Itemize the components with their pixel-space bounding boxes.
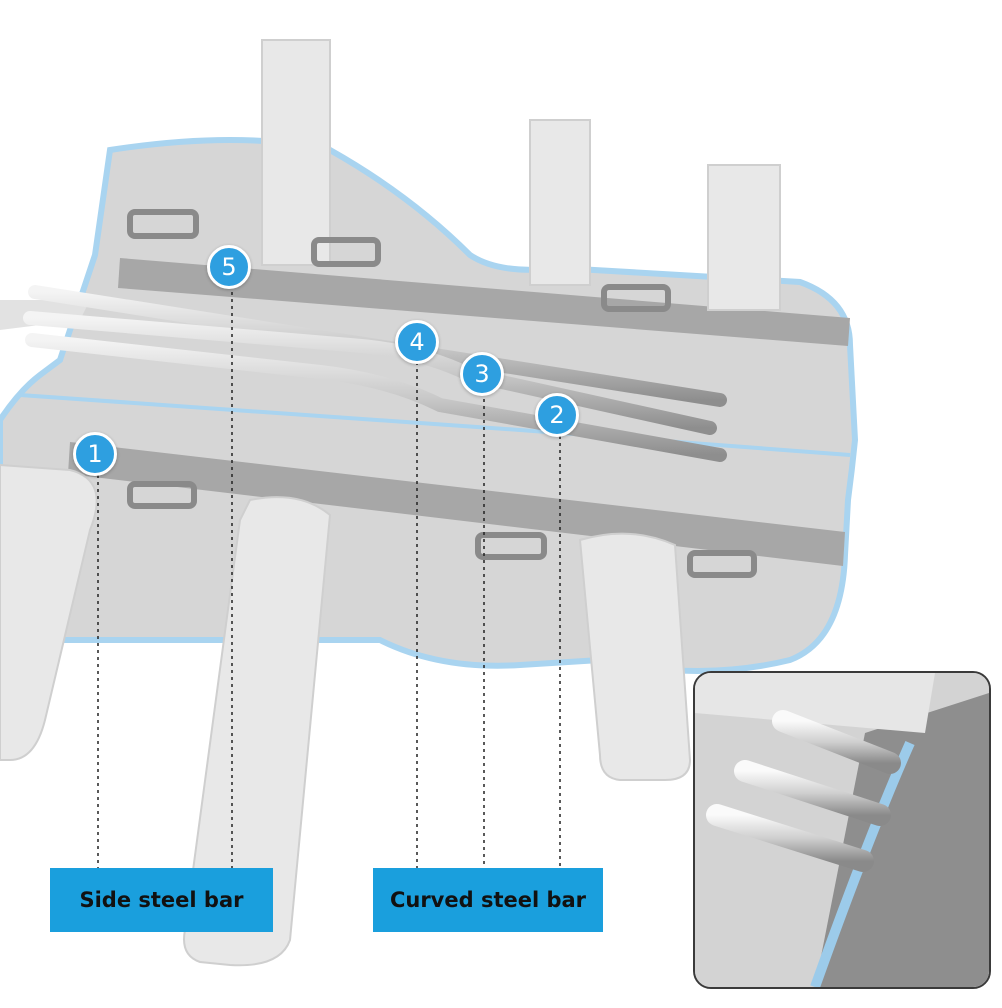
inset-bar-2 <box>734 760 891 826</box>
callout-3: 3 <box>460 352 504 396</box>
curved-steel-bar-label: Curved steel bar <box>373 868 603 932</box>
detail-inset <box>693 671 991 989</box>
top-strap-2 <box>529 119 591 286</box>
top-strap-3 <box>707 164 781 311</box>
callout-number: 2 <box>549 401 565 429</box>
callout-number: 5 <box>221 253 237 281</box>
buckle-top-2 <box>311 237 381 267</box>
upper-velcro-band <box>118 258 850 346</box>
callout-2: 2 <box>535 393 579 437</box>
leader-lines <box>97 285 561 870</box>
callout-number: 4 <box>409 328 425 356</box>
top-strap-1 <box>261 39 331 266</box>
callout-5: 5 <box>207 245 251 289</box>
curved-steel-bar-text: Curved steel bar <box>389 888 587 912</box>
inset-fabric-light <box>695 673 935 733</box>
bottom-strap-1 <box>0 463 98 761</box>
middle-stitch-line <box>19 393 851 457</box>
bottom-strap-3 <box>578 532 692 781</box>
buckle-bottom-2 <box>475 532 547 560</box>
buckle-bottom-3 <box>687 550 757 578</box>
inset-closeup <box>695 673 989 987</box>
buckle-top-1 <box>127 209 199 239</box>
side-steel-bar-label: Side steel bar <box>50 868 273 932</box>
bottom-strap-2 <box>183 496 332 967</box>
buckle-top-3 <box>601 284 671 312</box>
side-steel-bar-text: Side steel bar <box>79 888 244 912</box>
callout-4: 4 <box>395 320 439 364</box>
lower-velcro-band <box>68 442 845 566</box>
callout-number: 3 <box>474 360 490 388</box>
inset-fabric-dark <box>815 693 989 987</box>
buckle-bottom-1 <box>127 481 197 509</box>
callout-number: 1 <box>87 440 103 468</box>
callout-1: 1 <box>73 432 117 476</box>
steel-bar-3 <box>25 333 727 462</box>
inset-steel-bars <box>706 710 901 872</box>
inset-bar-1 <box>772 710 901 774</box>
inset-bar-3 <box>706 804 874 872</box>
